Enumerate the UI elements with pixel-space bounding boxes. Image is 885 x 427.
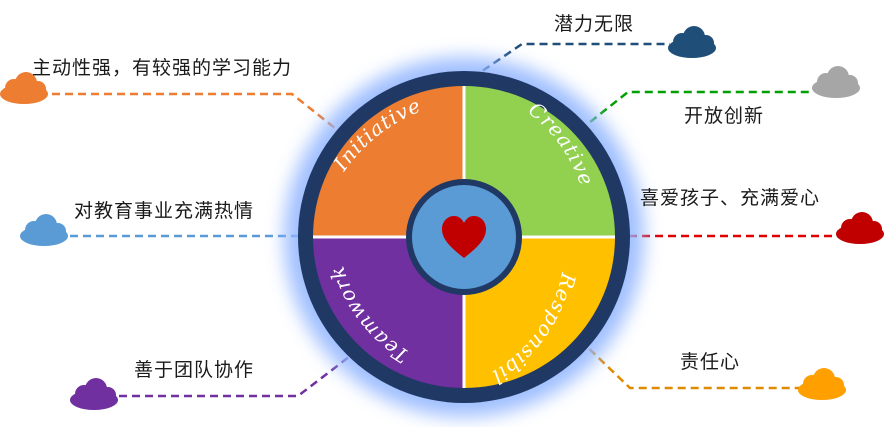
cloud-icon	[836, 212, 884, 244]
label-responsibility: 责任心	[680, 351, 741, 373]
connector-responsibility	[579, 339, 810, 390]
label-love: 喜爱孩子、充满爱心	[640, 187, 821, 209]
label-passion: 对教育事业充满热情	[74, 200, 255, 222]
label-teamwork: 善于团队协作	[134, 359, 255, 381]
heart-icon	[442, 216, 486, 258]
cloud-icon	[812, 66, 860, 98]
connector-initiative	[52, 92, 351, 141]
clouds	[0, 26, 884, 410]
wheel	[284, 57, 644, 417]
cloud-icon	[20, 214, 68, 246]
label-creative: 开放创新	[684, 105, 765, 127]
cloud-icon	[798, 368, 846, 400]
label-initiative: 主动性强，有较强的学习能力	[32, 57, 293, 79]
label-potential: 潜力无限	[554, 13, 635, 35]
cloud-icon	[0, 72, 48, 104]
cloud-icon	[668, 26, 716, 58]
cloud-icon	[70, 378, 118, 410]
